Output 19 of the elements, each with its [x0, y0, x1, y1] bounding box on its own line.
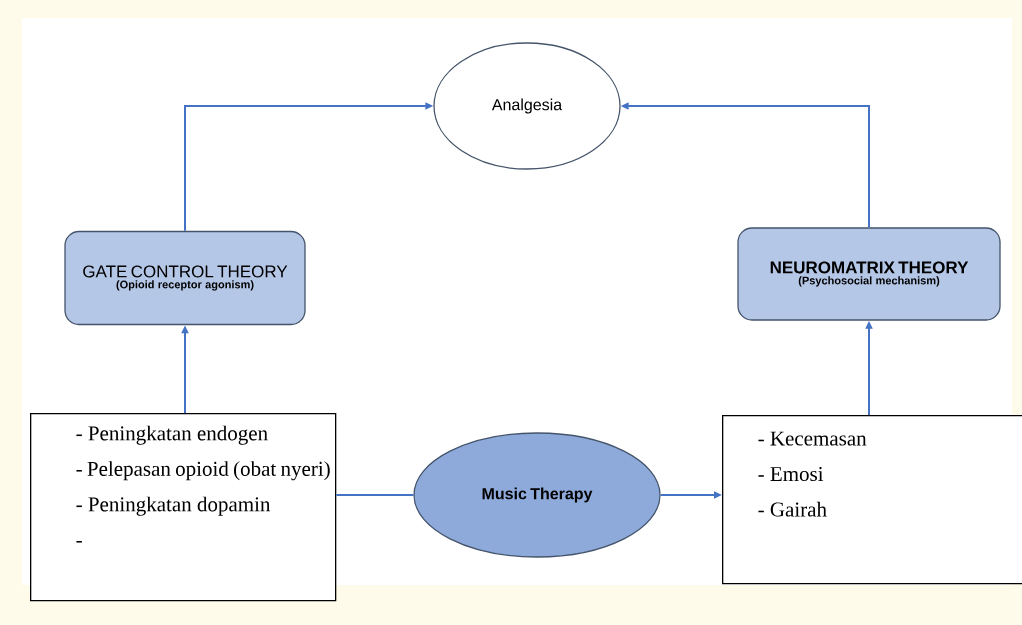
- node-label: Analgesia: [491, 98, 563, 114]
- therapy-ellipse: [413, 432, 661, 558]
- list-item: -: [76, 541, 82, 543]
- box-subtitle: (Psychosocial mechanism): [798, 276, 940, 287]
- outcome-ellipse: [433, 42, 621, 170]
- theory-box: [737, 227, 1001, 321]
- list-item: - Kecemasan: [758, 431, 867, 446]
- box-heading: NEUROMATRIX THEORY: [770, 261, 969, 274]
- node-label: Music Therapy: [482, 487, 593, 503]
- list-item: - Gairah: [758, 501, 827, 517]
- theory-box: [64, 230, 306, 326]
- list-box: [722, 415, 1022, 585]
- list-item: - Peningkatan dopamin: [76, 496, 271, 516]
- list-item: - Emosi: [758, 467, 824, 482]
- list-item: - Peningkatan endogen: [76, 425, 268, 445]
- box-subtitle: (Opioid receptor agonism): [116, 280, 254, 291]
- list-item: - Pelepasan opioid (obat nyeri): [76, 461, 330, 481]
- list-box: [30, 413, 337, 602]
- box-heading: GATE CONTROL THEORY: [83, 265, 288, 278]
